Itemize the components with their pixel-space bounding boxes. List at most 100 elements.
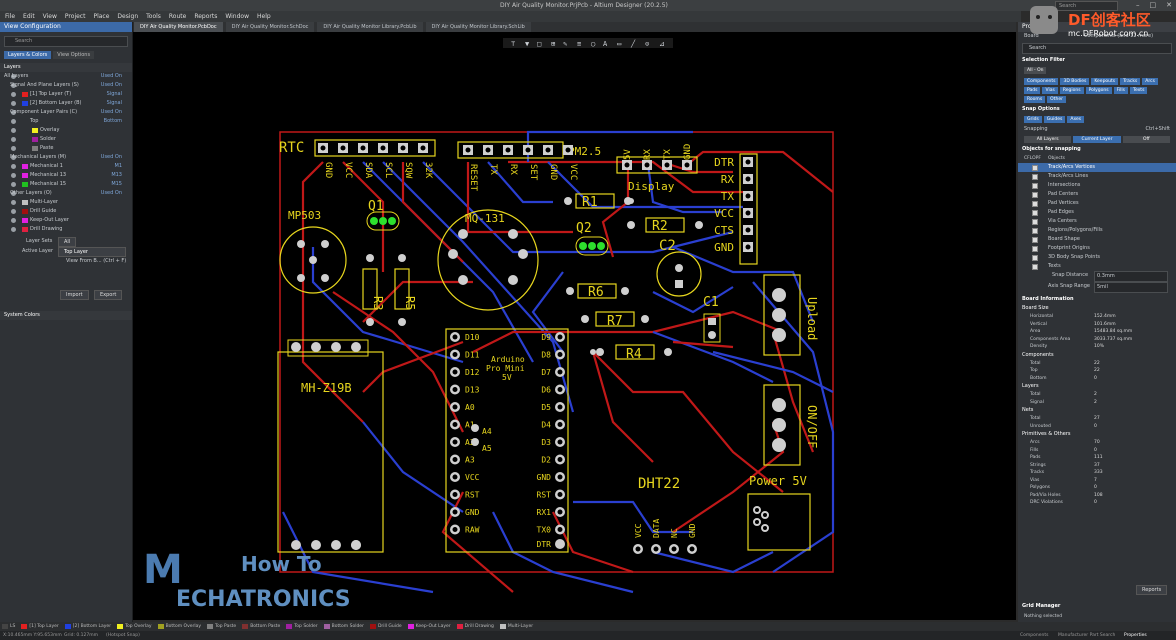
layer-color-swatch[interactable]: [22, 218, 28, 223]
layer-color-swatch[interactable]: [22, 92, 28, 97]
menu-edit[interactable]: Edit: [23, 13, 35, 20]
snap-object-checkbox[interactable]: [1032, 237, 1038, 243]
menu-file[interactable]: File: [5, 13, 16, 20]
filter-chip[interactable]: 3D Bodies: [1060, 78, 1090, 85]
layer-tab[interactable]: Keep-Out Layer: [407, 624, 451, 629]
menu-design[interactable]: Design: [117, 13, 139, 20]
snap-object-checkbox[interactable]: [1032, 210, 1038, 216]
layer-color-swatch[interactable]: [22, 101, 28, 106]
layers-section-header[interactable]: Layers: [0, 63, 132, 72]
export-button[interactable]: Export: [94, 290, 123, 300]
filter-chip[interactable]: Arcs: [1142, 78, 1158, 85]
axis-snap-input[interactable]: 5mil: [1094, 282, 1168, 293]
visibility-eye-icon[interactable]: [11, 227, 16, 232]
layer-row[interactable]: Signal And Plane Layers (S)Used On: [0, 81, 132, 90]
tab-view-options[interactable]: View Options: [53, 51, 95, 59]
layer-row[interactable]: Solder: [0, 135, 132, 144]
visibility-eye-icon[interactable]: [11, 164, 16, 169]
visibility-eye-icon[interactable]: [11, 209, 16, 214]
layer-row[interactable]: Overlay: [0, 126, 132, 135]
layer-row[interactable]: [1] Top Layer (T)Signal: [0, 90, 132, 99]
snap-object-row[interactable]: Regions/Polygons/Fills: [1018, 226, 1176, 235]
layer-color-swatch[interactable]: [22, 164, 28, 169]
import-button[interactable]: Import: [60, 290, 89, 300]
snap-object-checkbox[interactable]: [1032, 183, 1038, 189]
layer-row[interactable]: Mechanical Layers (M)Used On: [0, 153, 132, 162]
doc-tab[interactable]: DIY Air Quality Monitor Library.PcbLib: [317, 22, 423, 32]
layer-color-swatch[interactable]: [22, 227, 28, 232]
active-layer-select[interactable]: Top Layer: [58, 247, 126, 257]
layer-tab[interactable]: Top Overlay: [117, 624, 152, 629]
visibility-eye-icon[interactable]: [11, 101, 16, 106]
snap-object-checkbox[interactable]: [1032, 219, 1038, 225]
visibility-eye-icon[interactable]: [11, 74, 16, 79]
snap-layer-option[interactable]: All Layers: [1024, 136, 1072, 143]
snap-options-header[interactable]: Snap Options: [1022, 106, 1060, 112]
system-colors-header[interactable]: System Colors: [0, 311, 132, 320]
layer-row[interactable]: [2] Bottom Layer (B)Signal: [0, 99, 132, 108]
snap-object-checkbox[interactable]: [1032, 246, 1038, 252]
board-information-header[interactable]: Board Information: [1022, 296, 1074, 302]
visibility-eye-icon[interactable]: [11, 182, 16, 187]
snap-object-row[interactable]: Pad Edges: [1018, 208, 1176, 217]
snap-object-checkbox[interactable]: [1032, 192, 1038, 198]
selection-filter-header[interactable]: Selection Filter: [1022, 57, 1065, 63]
snap-chip[interactable]: Guides: [1043, 116, 1066, 123]
filter-chip[interactable]: Vias: [1042, 87, 1058, 94]
layer-color-swatch[interactable]: [32, 128, 38, 133]
layer-row[interactable]: Paste: [0, 144, 132, 153]
layer-tab[interactable]: Drill Guide: [369, 624, 402, 629]
filter-chip[interactable]: Other: [1047, 96, 1066, 103]
layers-search-input[interactable]: Search: [4, 36, 128, 47]
snap-layer-option[interactable]: Current Layer: [1073, 136, 1121, 143]
grid-manager-header[interactable]: Grid Manager: [1022, 603, 1061, 609]
menu-view[interactable]: View: [42, 13, 57, 20]
menu-project[interactable]: Project: [64, 13, 86, 20]
doc-tab[interactable]: DIY Air Quality Monitor.PcbDoc: [134, 22, 223, 32]
layer-color-swatch[interactable]: [22, 182, 28, 187]
canvas-toolbar[interactable]: ⊤▼□⊞ ✎≡◯A ▭╱⊙⊿: [503, 38, 673, 48]
snap-object-row[interactable]: Board Shape: [1018, 235, 1176, 244]
snap-object-row[interactable]: Footprint Origins: [1018, 244, 1176, 253]
doc-tab[interactable]: DIY Air Quality Monitor Library.SchLib: [425, 22, 531, 32]
snap-object-checkbox[interactable]: [1032, 174, 1038, 180]
visibility-eye-icon[interactable]: [11, 191, 16, 196]
layer-row[interactable]: Drill Drawing: [0, 225, 132, 234]
snap-object-checkbox[interactable]: [1032, 264, 1038, 270]
layer-color-swatch[interactable]: [22, 200, 28, 205]
layer-row[interactable]: Drill Guide: [0, 207, 132, 216]
snap-object-row[interactable]: Pad Centers: [1018, 190, 1176, 199]
layer-color-swatch[interactable]: [22, 173, 28, 178]
visibility-eye-icon[interactable]: [11, 146, 16, 151]
pcb-board[interactable]: ⊤▼□⊞ ✎≡◯A ▭╱⊙⊿: [133, 32, 1016, 620]
menu-window[interactable]: Window: [225, 13, 250, 20]
tab-layers-colors[interactable]: Layers & Colors: [4, 51, 52, 59]
snap-object-checkbox[interactable]: [1032, 201, 1038, 207]
doc-tab[interactable]: DIY Air Quality Monitor.SchDoc: [225, 22, 315, 32]
layer-tab[interactable]: Drill Drawing: [456, 624, 494, 629]
snap-object-row[interactable]: Track/Arcs Vertices: [1018, 163, 1176, 172]
layer-tab[interactable]: Bottom Paste: [242, 624, 280, 629]
snap-layer-option[interactable]: Off: [1122, 136, 1170, 143]
visibility-eye-icon[interactable]: [11, 92, 16, 97]
layer-row[interactable]: Multi-Layer: [0, 198, 132, 207]
snap-object-checkbox[interactable]: [1032, 165, 1038, 171]
visibility-eye-icon[interactable]: [11, 200, 16, 205]
layer-tab[interactable]: LS: [2, 624, 15, 629]
layer-color-swatch[interactable]: [32, 146, 38, 151]
pcb-canvas[interactable]: ⊤▼□⊞ ✎≡◯A ▭╱⊙⊿: [133, 32, 1016, 620]
layer-row[interactable]: Other Layers (O)Used On: [0, 189, 132, 198]
snap-chip[interactable]: Grids: [1024, 116, 1042, 123]
visibility-eye-icon[interactable]: [11, 83, 16, 88]
layer-row[interactable]: Component Layer Pairs (C)Used On: [0, 108, 132, 117]
tab-manufacturer-part-search[interactable]: Manufacturer Part Search: [1058, 633, 1116, 638]
tab-properties[interactable]: Properties: [1124, 633, 1147, 638]
layer-sets-select[interactable]: All: [58, 237, 77, 247]
snap-object-checkbox[interactable]: [1032, 228, 1038, 234]
tab-components[interactable]: Components: [1020, 633, 1049, 638]
snap-chip[interactable]: Axes: [1067, 116, 1085, 123]
